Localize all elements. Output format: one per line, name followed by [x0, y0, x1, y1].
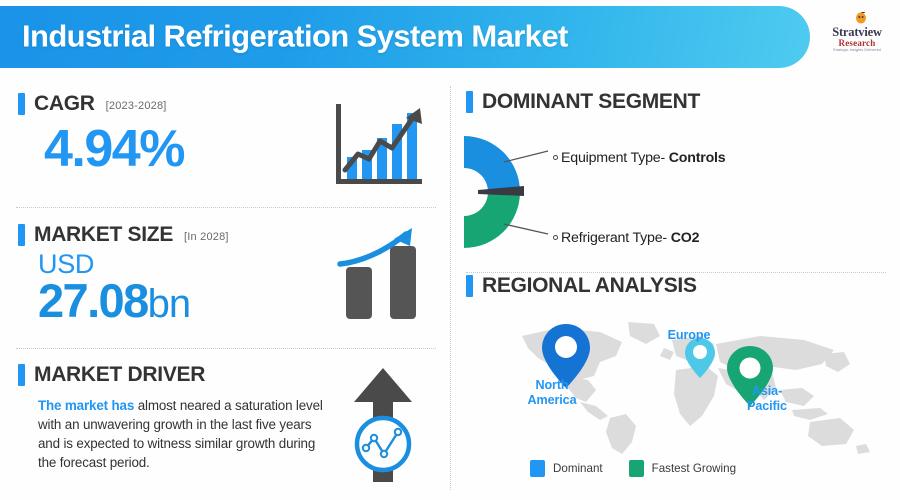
- header-banner: Industrial Refrigeration System Market: [0, 6, 810, 68]
- map-legend: Dominant Fastest Growing: [530, 460, 736, 477]
- regional-analysis-title: REGIONAL ANALYSIS: [482, 274, 697, 297]
- bullet-dot-icon: [553, 155, 558, 160]
- accent-bar-icon: [18, 224, 25, 246]
- market-size-section: MARKET SIZE [In 2028] USD 27.08bn: [18, 223, 338, 327]
- region-label-asia-pacific: Asia- Pacific: [730, 384, 804, 414]
- column-divider: [450, 86, 451, 490]
- market-driver-title: MARKET DRIVER: [34, 363, 206, 386]
- region-label-line1: Europe: [667, 328, 711, 342]
- region-label-line2: Pacific: [747, 398, 787, 413]
- market-size-currency: USD: [38, 249, 95, 279]
- segment-label-text: Equipment Type-: [561, 150, 669, 166]
- market-size-heading: MARKET SIZE [In 2028]: [18, 223, 338, 247]
- right-column: DOMINANT SEGMENT Equipment Type- Control…: [452, 78, 900, 500]
- accent-bar-icon: [466, 275, 473, 297]
- segment-label-refrigerant-type: Refrigerant Type- CO2: [553, 230, 699, 246]
- region-label-europe: Europe: [652, 328, 726, 343]
- dominant-segment-donut-chart: [456, 128, 564, 261]
- region-label-line1: North: [535, 378, 569, 392]
- market-driver-section: MARKET DRIVER The market has almost near…: [18, 363, 330, 472]
- page-title: Industrial Refrigeration System Market: [22, 18, 568, 54]
- dominant-segment-title: DOMINANT SEGMENT: [482, 90, 701, 113]
- left-column: CAGR [2023-2028] 4.94% MARKET SIZ: [0, 78, 450, 500]
- cagr-heading: CAGR [2023-2028]: [18, 92, 318, 116]
- brand-tagline: Strategic Insights Delivered: [833, 47, 881, 52]
- left-divider-1: [16, 207, 436, 208]
- brand-name: Stratview: [832, 25, 882, 39]
- market-size-unit: bn: [147, 282, 191, 326]
- bar-growth-arrow-icon: [336, 226, 428, 329]
- regional-analysis-section: REGIONAL ANALYSIS: [466, 274, 697, 298]
- region-label-line2: America: [527, 392, 577, 407]
- market-driver-lead: The market has: [38, 398, 135, 413]
- accent-bar-icon: [18, 364, 25, 386]
- segment-value-text: CO2: [670, 230, 700, 246]
- up-arrow-analytics-icon: [340, 366, 426, 491]
- dominant-segment-heading: DOMINANT SEGMENT: [466, 90, 700, 114]
- market-size-amount-row: 27.08bn: [38, 274, 338, 327]
- accent-bar-icon: [18, 93, 25, 115]
- legend-item-fastest-growing: Fastest Growing: [628, 460, 737, 477]
- regional-analysis-heading: REGIONAL ANALYSIS: [466, 274, 697, 298]
- cagr-value: 4.94%: [44, 120, 185, 178]
- left-divider-2: [16, 348, 436, 349]
- brand-logo: Stratview Research Strategic Insights De…: [820, 10, 894, 60]
- market-size-period: [In 2028]: [184, 231, 229, 243]
- legend-swatch-dominant-icon: [530, 460, 545, 477]
- brand-sub: Research: [838, 37, 876, 48]
- market-driver-body: almost neared a saturation level with an…: [38, 398, 323, 471]
- accent-bar-icon: [466, 91, 473, 113]
- bullet-dot-icon: [553, 235, 558, 240]
- cagr-section: CAGR [2023-2028] 4.94%: [18, 92, 318, 177]
- market-size-amount: 27.08: [38, 274, 149, 327]
- market-size-title: MARKET SIZE: [34, 223, 174, 246]
- right-divider-1: [466, 272, 886, 273]
- legend-label-fastest-growing: Fastest Growing: [651, 462, 737, 475]
- brand-logo-mark: [820, 10, 894, 25]
- bar-chart-growth-icon: [328, 100, 428, 197]
- market-driver-heading: MARKET DRIVER: [18, 363, 330, 387]
- cagr-title: CAGR: [34, 92, 95, 115]
- legend-label-dominant: Dominant: [553, 462, 603, 475]
- legend-swatch-fastest-growing-icon: [628, 460, 644, 477]
- market-driver-text: The market has almost neared a saturatio…: [38, 396, 330, 472]
- region-label-north-america: North America: [512, 378, 592, 408]
- cagr-period: [2023-2028]: [105, 100, 167, 112]
- segment-label-text: Refrigerant Type-: [561, 230, 671, 246]
- segment-value-text: Controls: [668, 150, 726, 166]
- region-label-line1: Asia-: [751, 384, 783, 398]
- segment-label-equipment-type: Equipment Type- Controls: [553, 150, 726, 166]
- legend-item-dominant: Dominant: [530, 460, 603, 477]
- dominant-segment-section: DOMINANT SEGMENT: [466, 90, 700, 114]
